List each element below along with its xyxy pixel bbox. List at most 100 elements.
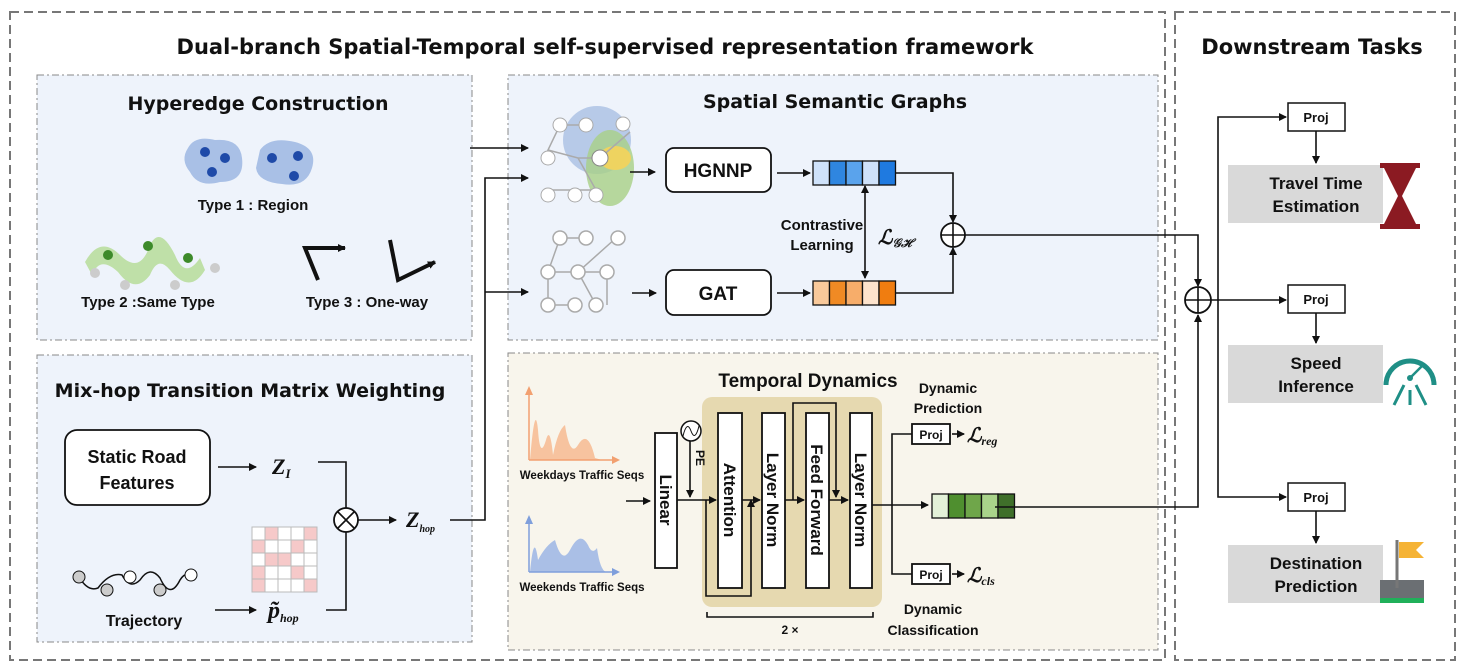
matrix-cell [290, 565, 305, 580]
gat-label: GAT [699, 284, 738, 305]
matrix-cell [290, 578, 305, 593]
gat-block [665, 269, 772, 316]
hourglass-icon [1380, 163, 1420, 229]
task-label: Speed [1290, 354, 1341, 373]
proj-classification-label: Proj [919, 568, 942, 582]
matrix-cell [264, 552, 279, 567]
same-type-hyperedge-icon [85, 237, 220, 290]
graph-icon [540, 230, 626, 313]
proj-label: Proj [1303, 292, 1328, 307]
embedding-cell [931, 493, 950, 519]
spatial-hyper-embedding [812, 160, 897, 186]
temporal-embedding [931, 493, 1016, 519]
multiply-operator-icon [333, 507, 359, 533]
matrix-cell [277, 565, 292, 580]
task-label: Prediction [1274, 577, 1357, 596]
matrix-cell [251, 552, 266, 567]
z1-symbol: ZI [271, 454, 291, 481]
trajectory-icon [72, 568, 198, 597]
region-hyperedge-icon [184, 138, 314, 185]
hyperedge-panel [36, 74, 473, 341]
weekends-label: Weekends Traffic Seqs [519, 582, 644, 594]
downstream-frame [1174, 11, 1456, 661]
phop-symbol: p̃hop [266, 598, 299, 625]
static-road-label-1: Static Road [87, 447, 186, 467]
feed-forward-label: Feed Forward [807, 444, 826, 555]
add-operator-icon [940, 222, 966, 248]
dynamic-prediction-label-1: Dynamic [919, 380, 978, 396]
destination-flag-icon [1380, 540, 1424, 603]
embedding-cell [878, 280, 897, 306]
layer-norm-label-1: Layer Norm [763, 453, 782, 547]
matrix-cell [303, 565, 318, 580]
hyperedge-title: Hyperedge Construction [128, 93, 389, 115]
pe-label: PE [693, 450, 707, 466]
layer-norm-label-2: Layer Norm [851, 453, 870, 547]
weekends-traffic-chart [525, 515, 620, 576]
matrix-cell [251, 578, 266, 593]
layer-norm-block-2 [849, 412, 873, 589]
matrix-cell [264, 578, 279, 593]
matrix-cell [277, 526, 292, 541]
weekdays-traffic-chart [525, 386, 620, 464]
dynamic-prediction-label-2: Prediction [914, 400, 982, 416]
task-label: Destination [1270, 554, 1363, 573]
static-road-label-2: Features [99, 473, 174, 493]
matrix-cell [264, 526, 279, 541]
type3-label: Type 3 : One-way [306, 294, 429, 311]
attention-block [717, 412, 743, 589]
downstream-title: Downstream Tasks [1201, 35, 1422, 59]
embedding-cell [861, 160, 880, 186]
type1-label: Type 1 : Region [198, 197, 309, 214]
matrix-cell [251, 565, 266, 580]
task-box [1228, 165, 1383, 223]
fusion-add-operator-icon [1184, 286, 1212, 314]
embedding-cell [964, 493, 983, 519]
main-title: Dual-branch Spatial-Temporal self-superv… [177, 35, 1035, 59]
matrix-cell [251, 539, 266, 554]
positional-encoding-icon [680, 420, 702, 442]
matrix-cell [277, 552, 292, 567]
contrastive-label-1: Contrastive [781, 217, 864, 234]
matrix-cell [264, 539, 279, 554]
task-label: Estimation [1273, 197, 1360, 216]
matrix-cell [303, 526, 318, 541]
speedometer-icon [1383, 358, 1437, 406]
embedding-cell [878, 160, 897, 186]
loss-reg-symbol: ℒreg [967, 425, 997, 448]
embedding-cell [947, 493, 966, 519]
task-box [1228, 345, 1383, 403]
zhop-symbol: Zhop [405, 507, 435, 535]
matrix-cell [303, 578, 318, 593]
matrix-cell [277, 578, 292, 593]
dynamic-classification-label-2: Classification [887, 622, 978, 638]
transition-matrix-icon [251, 526, 318, 593]
contrastive-loss-symbol: ℒ𝒢ℋ [878, 227, 917, 250]
proj-prediction [911, 423, 951, 445]
contrastive-label-2: Learning [790, 237, 853, 254]
matrix-cell [251, 526, 266, 541]
spatial-title: Spatial Semantic Graphs [703, 91, 967, 113]
matrix-cell [290, 552, 305, 567]
matrix-cell [290, 539, 305, 554]
trajectory-label: Trajectory [106, 613, 183, 630]
matrix-cell [303, 539, 318, 554]
static-road-features-box [64, 429, 211, 506]
loss-cls-symbol: ℒcls [967, 565, 995, 588]
linear-label: Linear [656, 474, 675, 525]
matrix-cell [303, 552, 318, 567]
embedding-cell [828, 280, 847, 306]
framework-frame [9, 11, 1166, 661]
proj-prediction-label: Proj [919, 428, 942, 442]
weekdays-label: Weekdays Traffic Seqs [520, 470, 644, 482]
proj-classification [911, 563, 951, 585]
hypergraph-icon [540, 106, 634, 206]
type2-label: Type 2 :Same Type [81, 294, 215, 311]
matrix-cell [290, 526, 305, 541]
mixhop-title: Mix-hop Transition Matrix Weighting [55, 380, 446, 402]
dynamic-classification-label-1: Dynamic [904, 601, 963, 617]
hgnnp-block [665, 147, 772, 193]
embedding-cell [845, 280, 864, 306]
embedding-cell [861, 280, 880, 306]
